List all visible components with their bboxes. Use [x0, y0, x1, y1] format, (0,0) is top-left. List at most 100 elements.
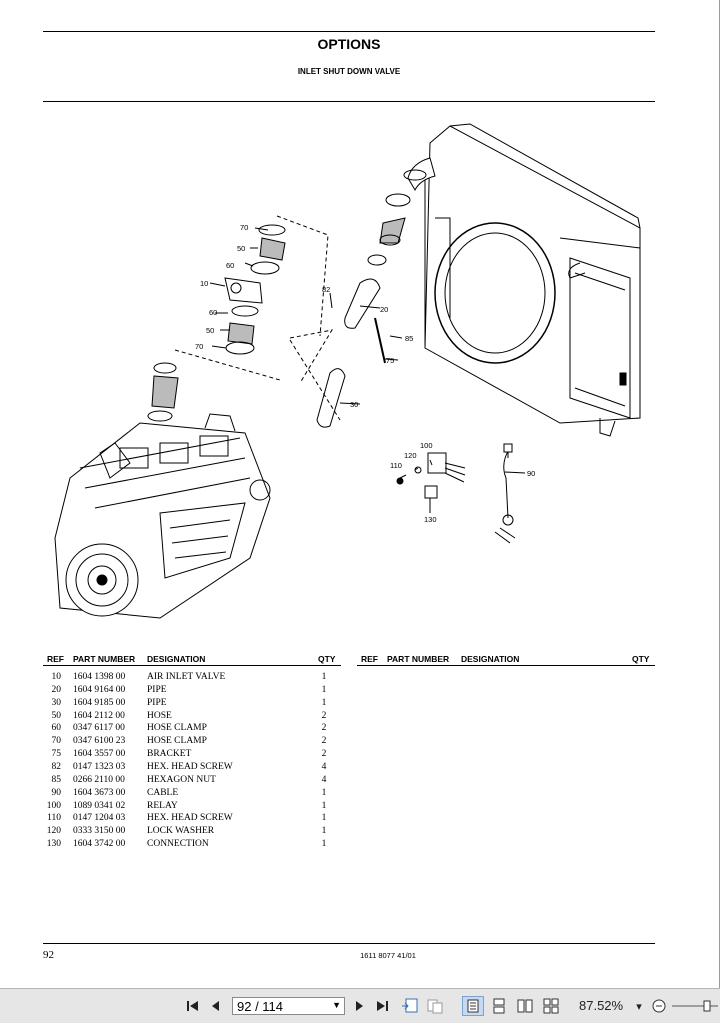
footer-rule [43, 943, 655, 944]
col-header-ref-right: REF [361, 654, 378, 664]
ref-cell: 70 [51, 736, 62, 747]
part-number-cell: 1604 2112 00 [73, 710, 125, 721]
callout-110: 110 [390, 461, 402, 470]
designation-cell: CONNECTION [147, 839, 209, 850]
inlet-valve-stack [224, 224, 286, 355]
designation-cell: AIR INLET VALVE [147, 672, 226, 682]
designation-cell: CABLE [147, 787, 179, 798]
table-row: 85 0266 2110 00 HEXAGON NUT 4 [43, 775, 341, 788]
viewer-toolbar: 92 / 114 ▼ 87.52% ▾ [0, 988, 720, 1023]
fit-page-icon[interactable] [400, 996, 420, 1016]
qty-cell: 1 [321, 672, 327, 682]
col-header-ref-left: REF [47, 654, 64, 664]
chevron-down-icon[interactable]: ▼ [332, 1000, 341, 1010]
table-row: 100 1089 0341 02 RELAY 1 [43, 801, 341, 814]
engine-hose [147, 362, 179, 422]
part-number-cell: 1604 3673 00 [73, 787, 126, 798]
part-number-cell: 1604 9185 00 [73, 697, 126, 708]
qty-cell: 1 [321, 839, 327, 850]
rotate-icon[interactable] [425, 996, 445, 1016]
ref-cell: 120 [46, 826, 61, 837]
zoom-level: 87.52% [579, 998, 624, 1013]
callout-50-bottom: 50 [206, 326, 214, 335]
callout-100: 100 [420, 441, 433, 450]
designation-cell: HOSE CLAMP [147, 723, 207, 734]
callout-120: 120 [404, 451, 417, 460]
designation-cell: PIPE [147, 697, 167, 708]
designation-cell: HEX. HEAD SCREW [147, 813, 233, 824]
last-page-icon[interactable] [373, 996, 391, 1016]
part-number-cell: 1604 9164 00 [73, 684, 126, 695]
part-number-cell: 1604 1398 00 [73, 672, 126, 682]
col-header-designation-right: DESIGNATION [461, 654, 520, 664]
qty-cell: 2 [321, 736, 327, 747]
part-number-cell: 0347 6117 00 [73, 723, 125, 734]
header-top-rule [43, 31, 655, 32]
page-title: OPTIONS [317, 36, 381, 52]
hose-assembly-right [316, 169, 427, 428]
ref-cell: 85 [51, 774, 62, 785]
document-code: 1611 8077 41/01 [360, 951, 416, 960]
zoom-slider[interactable] [672, 996, 718, 1016]
ref-cell: 10 [51, 672, 62, 682]
qty-cell: 1 [321, 800, 327, 811]
qty-cell: 1 [321, 813, 327, 824]
two-page-icon[interactable] [514, 996, 536, 1016]
callout-30: 30 [350, 400, 358, 409]
qty-cell: 1 [321, 826, 327, 837]
zoom-menu-chevron-icon[interactable]: ▾ [636, 1000, 642, 1013]
prev-page-icon[interactable] [207, 996, 225, 1016]
qty-cell: 2 [321, 723, 327, 734]
page-number-input[interactable]: 92 / 114 ▼ [232, 997, 345, 1015]
table-row: 50 1604 2112 00 HOSE 2 [43, 711, 341, 724]
callout-85: 85 [405, 334, 413, 343]
callout-130: 130 [424, 515, 437, 524]
part-number-cell: 0347 6100 23 [73, 736, 126, 747]
designation-cell: HEXAGON NUT [147, 774, 216, 785]
first-page-icon[interactable] [184, 996, 202, 1016]
table-row: 20 1604 9164 00 PIPE 1 [43, 685, 341, 698]
table-header-rule-left [43, 665, 341, 666]
callout-60-top: 60 [226, 261, 234, 270]
col-header-qty-right: QTY [632, 654, 650, 664]
qty-cell: 4 [321, 774, 327, 785]
designation-cell: HOSE CLAMP [147, 736, 207, 747]
designation-cell: RELAY [147, 800, 178, 811]
ref-cell: 50 [51, 710, 62, 721]
header-bottom-rule [43, 101, 655, 102]
qty-cell: 1 [321, 787, 327, 798]
next-page-icon[interactable] [350, 996, 368, 1016]
designation-cell: HOSE [147, 710, 172, 721]
qty-cell: 1 [321, 684, 327, 695]
callout-60-bottom: 60 [209, 308, 217, 317]
designation-cell: LOCK WASHER [147, 826, 215, 837]
qty-cell: 4 [321, 761, 327, 772]
callout-labels: 70 50 60 10 60 50 70 82 20 85 75 30 100 … [195, 223, 535, 524]
single-page-icon[interactable] [462, 996, 484, 1016]
page-subtitle: INLET SHUT DOWN VALVE [297, 67, 401, 76]
document-page: OPTIONS INLET SHUT DOWN VALVE [0, 0, 720, 988]
designation-cell: HEX. HEAD SCREW [147, 761, 233, 772]
two-page-continuous-icon[interactable] [540, 996, 562, 1016]
qty-cell: 2 [321, 710, 327, 721]
col-header-part-number-left: PART NUMBER [73, 654, 136, 664]
zoom-out-icon[interactable] [651, 996, 667, 1016]
ref-cell: 100 [46, 800, 61, 811]
part-number-cell: 1089 0341 02 [73, 800, 126, 811]
callout-50-top: 50 [237, 244, 245, 253]
ref-cell: 20 [51, 684, 62, 695]
part-number-cell: 1604 3557 00 [73, 749, 126, 760]
callout-82: 82 [322, 285, 330, 294]
part-number-cell: 0266 2110 00 [73, 774, 125, 785]
designation-cell: PIPE [147, 684, 167, 695]
exploded-parts-drawing: 70 50 60 10 60 50 70 82 20 85 75 30 100 … [54, 123, 641, 619]
table-header-rule-right [357, 665, 655, 666]
callout-70-top: 70 [240, 223, 248, 232]
continuous-icon[interactable] [488, 996, 510, 1016]
